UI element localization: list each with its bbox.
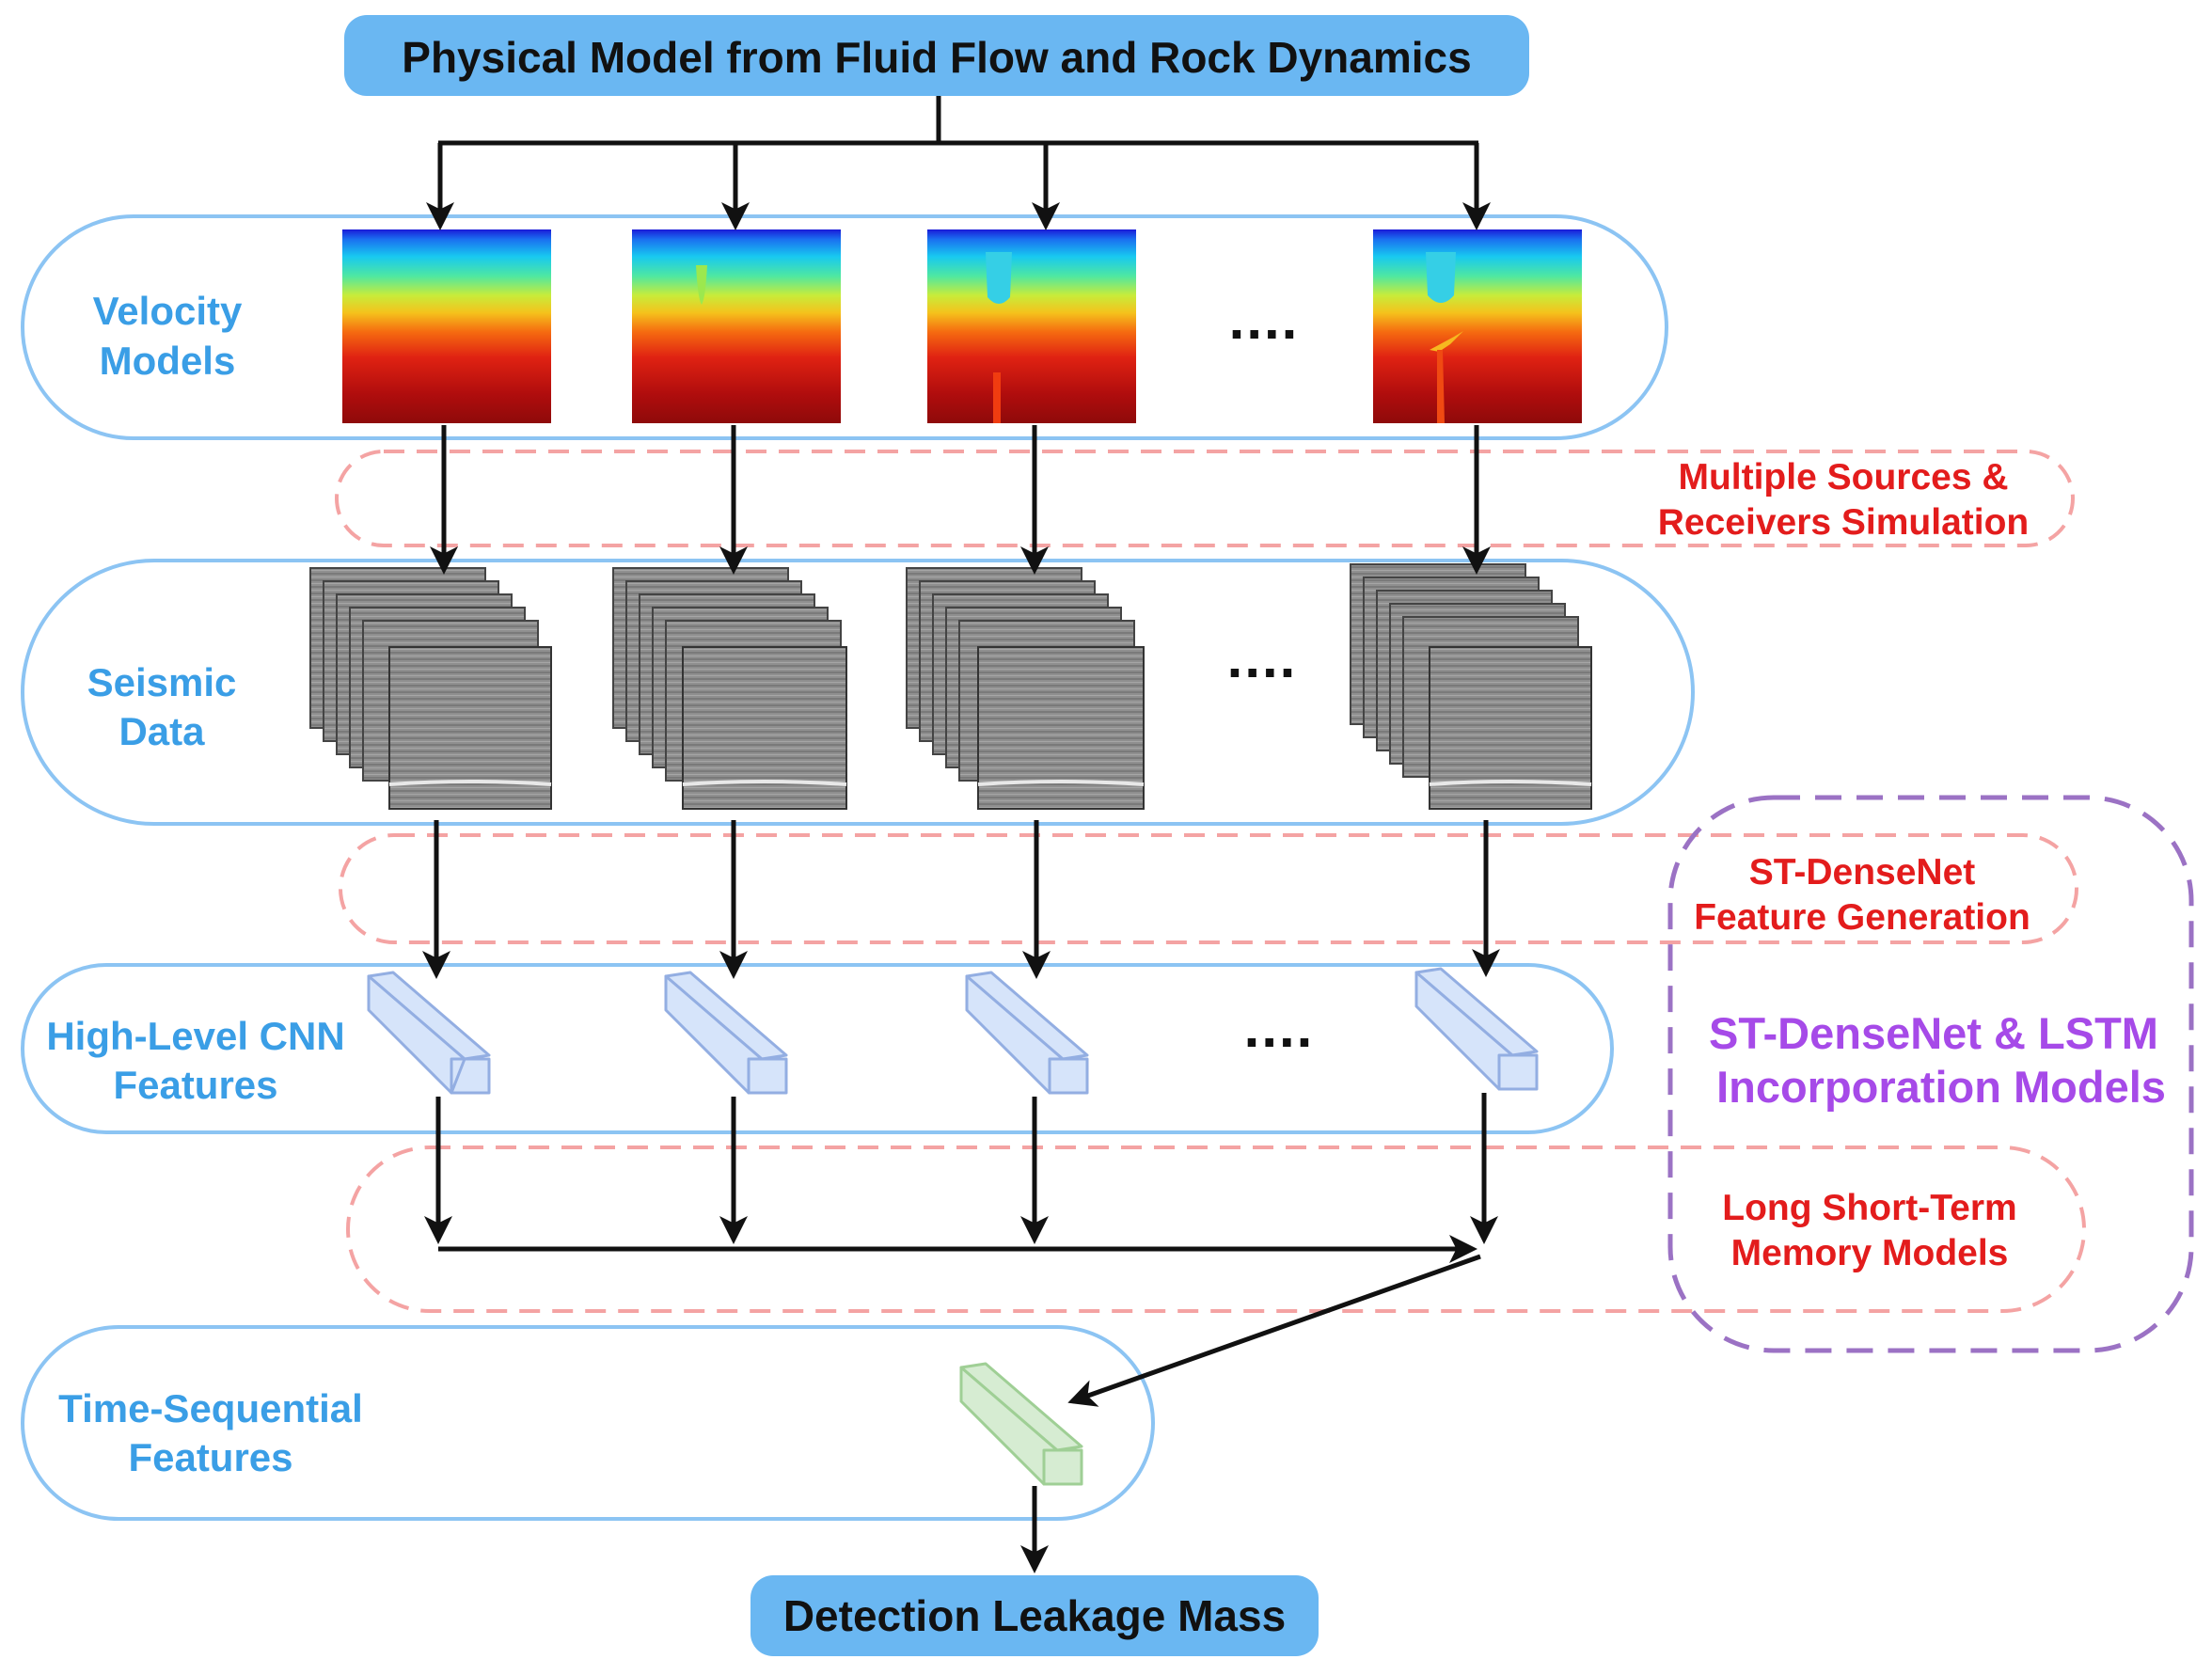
velocity-model-4 xyxy=(1373,229,1582,423)
bottom-node-label: Detection Leakage Mass xyxy=(783,1591,1286,1640)
seismic-stack-4 xyxy=(1350,563,1592,810)
group-label-line2: Incorporation Models xyxy=(1716,1062,2166,1112)
time-label-line1: Time-Sequential xyxy=(58,1386,363,1430)
seismic-label-line2: Data xyxy=(118,709,205,753)
arrow-to-time-features xyxy=(1067,1254,1481,1407)
cnn-feature-block-2 xyxy=(664,971,788,1095)
group-label-line1: ST-DenseNet & LSTM xyxy=(1709,1008,2158,1058)
seismic-label-line1: Seismic xyxy=(87,660,237,704)
lstm-process-container xyxy=(346,1146,2086,1313)
velocity-label-line1: Velocity xyxy=(93,289,243,333)
cnn-feature-block-1 xyxy=(367,971,491,1095)
seismic-stack-3 xyxy=(906,567,1145,810)
cnn-row-container xyxy=(21,963,1614,1134)
cnn-ellipsis: .... xyxy=(1244,996,1315,1059)
velocity-model-2 xyxy=(632,229,841,423)
velocity-model-3 xyxy=(927,229,1136,423)
time-label-line2: Features xyxy=(128,1435,292,1479)
process-labels: Multiple Sources & Receivers Simulation … xyxy=(1658,457,2030,1273)
seismic-stack-1 xyxy=(309,567,552,810)
cnn-feature-block-4 xyxy=(1414,967,1539,1091)
bottom-node: Detection Leakage Mass xyxy=(750,1575,1319,1656)
connectors xyxy=(422,96,1500,1573)
densenet-process-container xyxy=(339,833,2078,944)
seismic-stack-2 xyxy=(612,567,847,810)
top-node-label: Physical Model from Fluid Flow and Rock … xyxy=(402,33,1471,82)
top-node: Physical Model from Fluid Flow and Rock … xyxy=(344,15,1529,96)
seismic-row-container xyxy=(21,559,1695,826)
time-feature-block xyxy=(959,1362,1083,1486)
cnn-feature-block-3 xyxy=(965,971,1089,1095)
velocity-ellipsis: .... xyxy=(1229,288,1300,351)
cnn-label-line2: Features xyxy=(113,1063,277,1107)
velocity-model-1 xyxy=(342,229,551,423)
velocity-row-container xyxy=(21,214,1668,440)
lstm-label-line2: Memory Models xyxy=(1731,1233,2009,1273)
group-container xyxy=(1667,795,2194,1353)
simulation-label-line1: Multiple Sources & xyxy=(1678,457,2008,498)
simulation-label-line2: Receivers Simulation xyxy=(1658,502,2030,543)
lstm-label-line1: Long Short-Term xyxy=(1722,1188,2016,1228)
simulation-process-container xyxy=(335,450,2075,547)
cnn-label-line1: High-Level CNN xyxy=(46,1014,344,1058)
densenet-label-line1: ST-DenseNet xyxy=(1749,852,1976,893)
time-row-container xyxy=(21,1325,1155,1521)
row-labels: Velocity Models Seismic Data High-Level … xyxy=(46,289,363,1479)
seismic-ellipsis: .... xyxy=(1227,626,1298,689)
velocity-label-line2: Models xyxy=(100,339,236,383)
densenet-label-line2: Feature Generation xyxy=(1694,897,2030,938)
